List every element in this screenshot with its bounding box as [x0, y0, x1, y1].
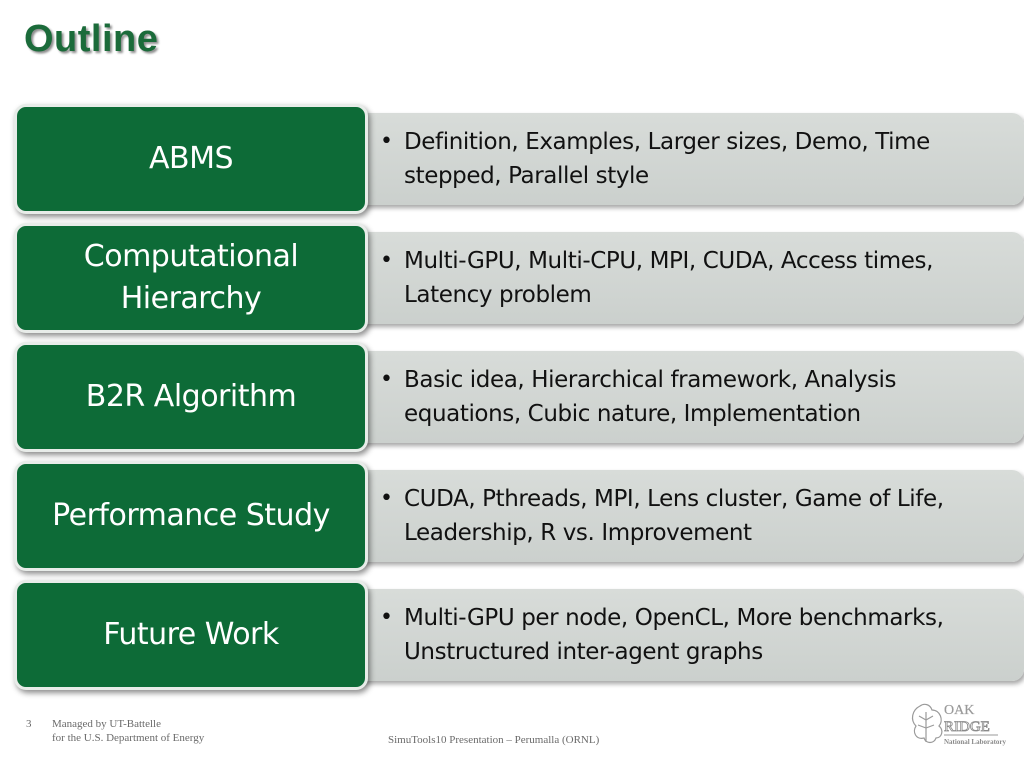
detail-text: • Definition, Examples, Larger sizes, De…	[380, 125, 1010, 193]
managed-by-note: Managed by UT-Battelle for the U.S. Depa…	[52, 717, 204, 745]
row-label: Computational Hierarchy	[83, 239, 299, 316]
oak-leaf-icon	[911, 703, 943, 744]
detail-text: • Basic idea, Hierarchical framework, An…	[380, 363, 1010, 431]
row-label: Performance Study	[52, 498, 330, 533]
detail-text: • CUDA, Pthreads, MPI, Lens cluster, Gam…	[380, 482, 1010, 550]
logo-oak: OAK	[944, 703, 974, 718]
detail-box: • Definition, Examples, Larger sizes, De…	[354, 113, 1024, 205]
bullet: •	[380, 129, 393, 154]
logo-ridge: RIDGE	[944, 719, 990, 735]
bullet: •	[380, 605, 393, 630]
label-box: Performance Study	[14, 461, 368, 571]
outline-row-b2r-algorithm: • Basic idea, Hierarchical framework, An…	[14, 342, 1024, 452]
logo-national-laboratory: National Laboratory	[944, 738, 1006, 746]
detail-content: Definition, Examples, Larger sizes, Demo…	[404, 129, 930, 189]
managed-line-1: Managed by UT-Battelle	[52, 718, 161, 730]
oak-ridge-logo: OAK RIDGE National Laboratory	[911, 703, 1006, 746]
bullet: •	[380, 248, 393, 273]
detail-box: • CUDA, Pthreads, MPI, Lens cluster, Gam…	[354, 470, 1024, 562]
outline-row-computational-hierarchy: • Multi-GPU, Multi-CPU, MPI, CUDA, Acces…	[14, 223, 1024, 333]
outline-row-performance-study: • CUDA, Pthreads, MPI, Lens cluster, Gam…	[14, 461, 1024, 571]
row-label: ABMS	[148, 141, 234, 176]
detail-text: • Multi-GPU, Multi-CPU, MPI, CUDA, Acces…	[380, 244, 1010, 312]
detail-text: • Multi-GPU per node, OpenCL, More bench…	[380, 601, 1010, 669]
detail-content: Basic idea, Hierarchical framework, Anal…	[404, 367, 897, 427]
detail-content: Multi-GPU, Multi-CPU, MPI, CUDA, Access …	[404, 248, 933, 308]
page-number: 3	[26, 718, 32, 730]
detail-content: CUDA, Pthreads, MPI, Lens cluster, Game …	[404, 486, 944, 546]
outline-row-abms: • Definition, Examples, Larger sizes, De…	[14, 104, 1024, 214]
label-box: Computational Hierarchy	[14, 223, 368, 333]
slide-title: Outline	[24, 18, 159, 60]
presentation-footer: SimuTools10 Presentation – Perumalla (OR…	[388, 734, 600, 746]
row-label: Future Work	[103, 617, 279, 652]
detail-box: • Multi-GPU, Multi-CPU, MPI, CUDA, Acces…	[354, 232, 1024, 324]
detail-content: Multi-GPU per node, OpenCL, More benchma…	[404, 605, 944, 665]
bullet: •	[380, 486, 393, 511]
label-box: ABMS	[14, 104, 368, 214]
detail-box: • Basic idea, Hierarchical framework, An…	[354, 351, 1024, 443]
bullet: •	[380, 367, 393, 392]
detail-box: • Multi-GPU per node, OpenCL, More bench…	[354, 589, 1024, 681]
outline-row-future-work: • Multi-GPU per node, OpenCL, More bench…	[14, 580, 1024, 690]
row-label: B2R Algorithm	[85, 379, 297, 414]
label-box: Future Work	[14, 580, 368, 690]
managed-line-2: for the U.S. Department of Energy	[52, 732, 205, 744]
label-box: B2R Algorithm	[14, 342, 368, 452]
